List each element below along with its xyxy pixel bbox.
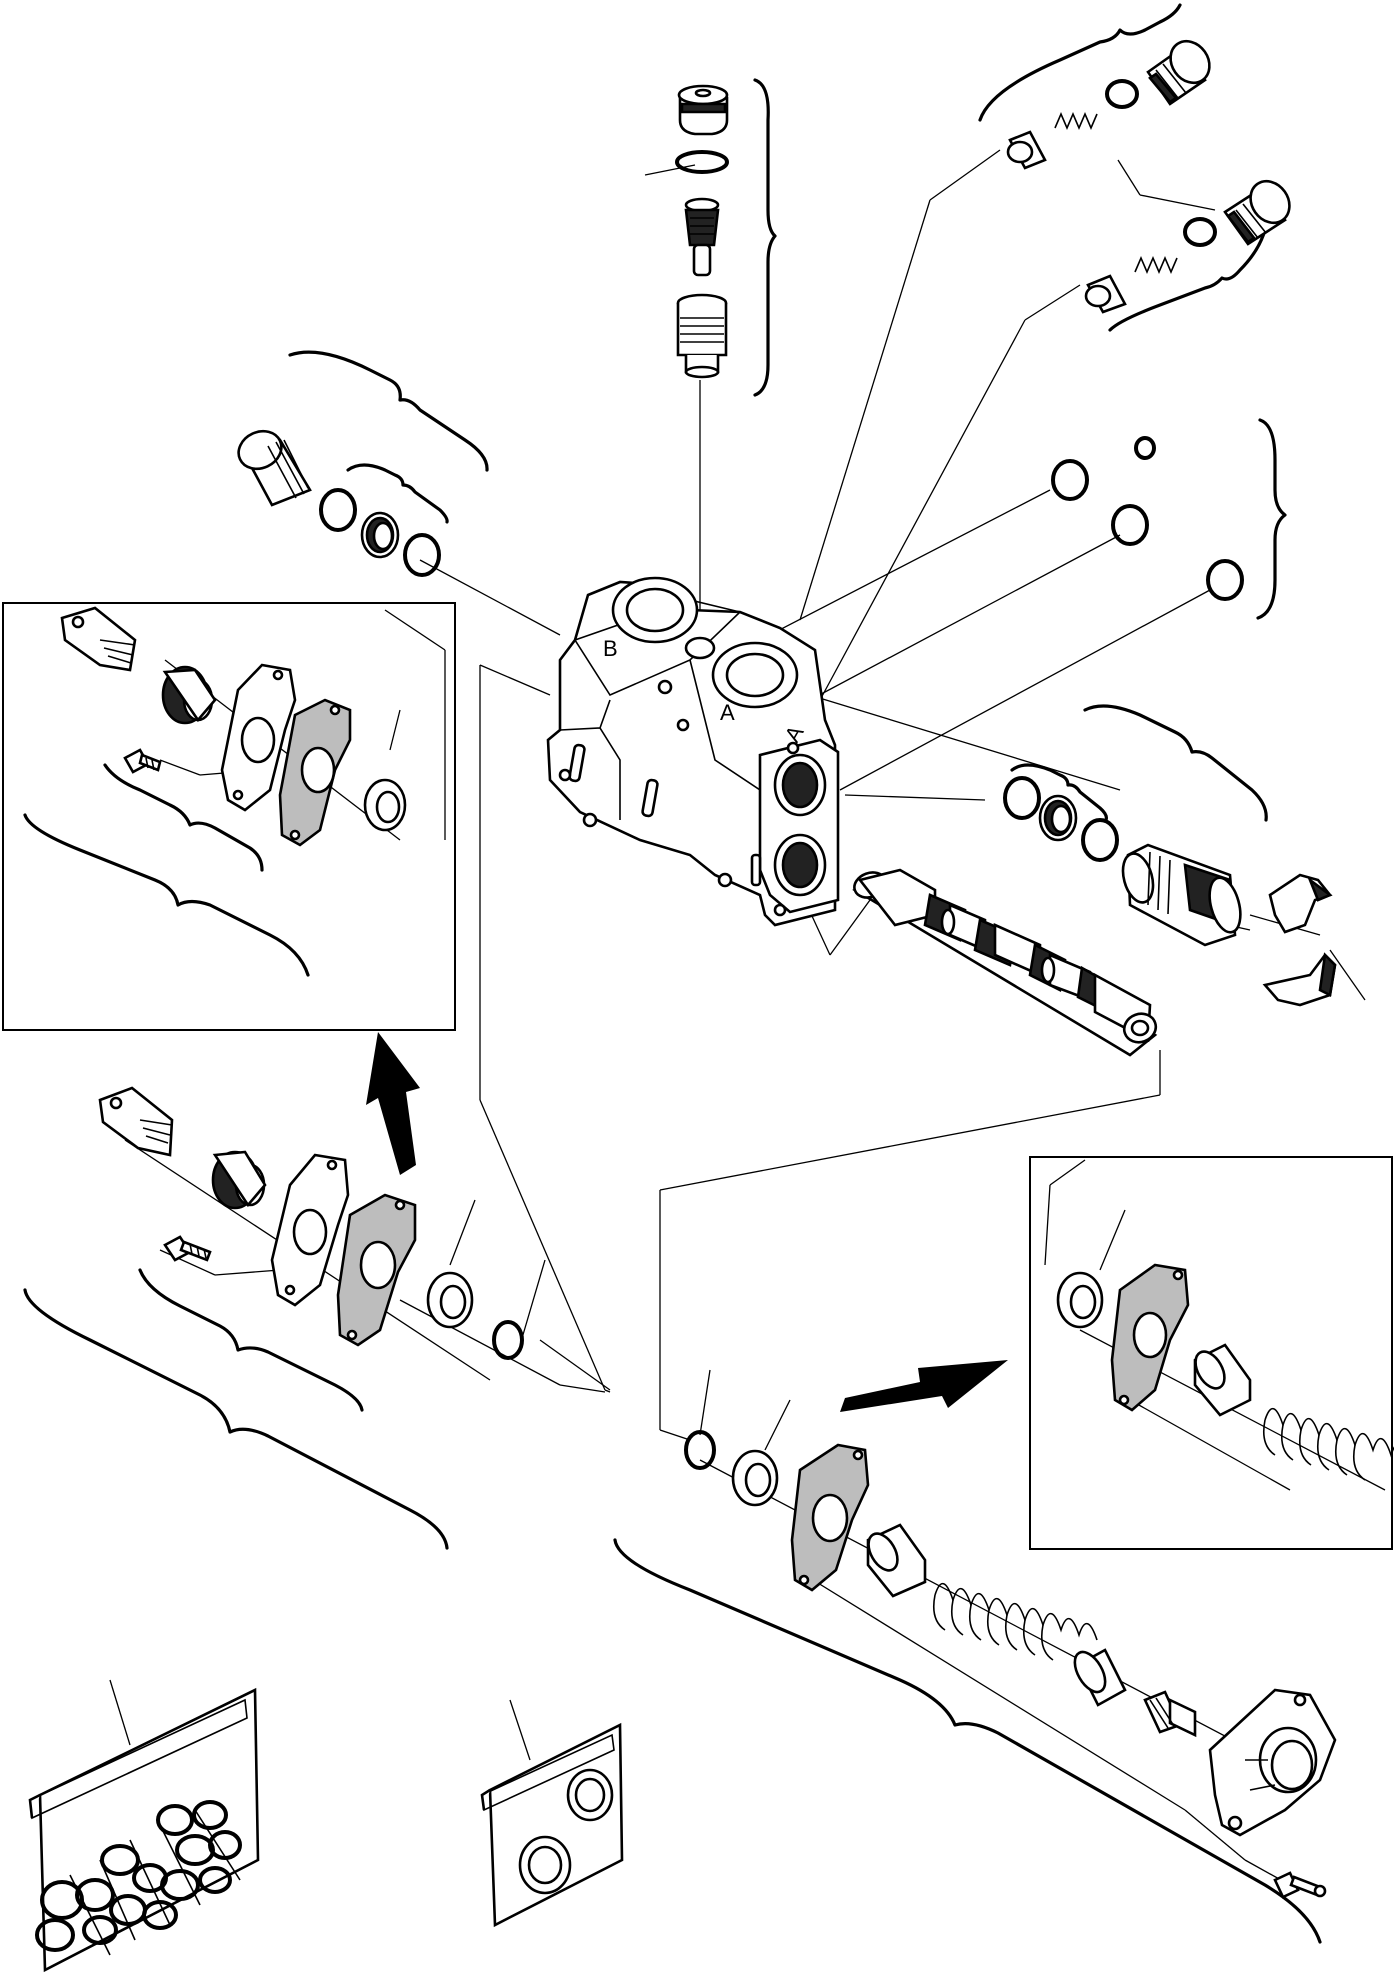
lower-stop-bolt: [1143, 1690, 1197, 1738]
port-label-a: A: [720, 700, 735, 725]
o-ring: [492, 1320, 524, 1360]
right-cartridge: [1121, 843, 1242, 947]
kit-backup-rings: [518, 1768, 614, 1895]
left-o-ring-2: [403, 533, 441, 577]
right-load-check-assembly: [1003, 776, 1337, 1007]
lower-spring-retainer: [1073, 1648, 1127, 1707]
spool-end: [98, 1086, 174, 1157]
lower-spring-seat: [866, 1523, 927, 1598]
top-check-valve-stack: [675, 84, 729, 379]
end-cap-screw: [1273, 1871, 1327, 1899]
upper-relief-valve-2: [1084, 179, 1291, 314]
inset-lower-flange: [1110, 1263, 1190, 1412]
check-cap-plug: [677, 84, 729, 136]
lower-right-detail-inset: [1029, 1156, 1393, 1550]
relief-spring-1: [1054, 111, 1098, 131]
right-o-ring-set: [1051, 436, 1244, 601]
inset-seal-assembly: [60, 606, 407, 847]
lower-o-ring: [684, 1430, 716, 1470]
inset-flange-plate: [220, 663, 297, 812]
inset-spring: [1262, 1407, 1394, 1481]
right-o-ring-a: [1003, 776, 1041, 820]
relief-o-ring-1: [1105, 79, 1139, 109]
upper-relief-valve-1: [1006, 39, 1211, 170]
inset-wiper-seal: [161, 665, 217, 725]
o-ring-right-3: [1206, 559, 1244, 601]
relief-seat-1: [1006, 130, 1047, 170]
upper-retaining-clip: [1268, 873, 1333, 934]
relief-plug-1: [1146, 39, 1211, 106]
small-o-ring: [1134, 436, 1156, 460]
cap-screw: [163, 1235, 212, 1262]
detail-arrows: [366, 1032, 1008, 1412]
inset-spring-seat: [1193, 1343, 1252, 1417]
check-o-ring: [675, 150, 729, 174]
right-o-ring-b: [1081, 818, 1119, 862]
lower-spring: [932, 1582, 1098, 1661]
inset-backup-ring: [363, 778, 407, 832]
seal-kit-bag-large: [28, 1687, 260, 1973]
arrow-right-icon: [840, 1360, 1008, 1412]
lower-backup-ring: [731, 1449, 779, 1507]
flange-plate: [270, 1153, 350, 1307]
left-plug: [237, 429, 312, 507]
upper-left-detail-inset: [2, 602, 456, 1031]
relief-spring-2: [1134, 255, 1178, 275]
inset-spring-assembly: [1056, 1263, 1394, 1481]
valve-section-body: B A A: [546, 576, 840, 927]
lower-spring-stack: [684, 1430, 1337, 1899]
wiper-seal: [211, 1150, 267, 1210]
lower-retaining-clip: [1262, 952, 1337, 1007]
gasket: [336, 1193, 417, 1347]
relief-o-ring-2: [1183, 217, 1217, 247]
backup-ring: [426, 1271, 474, 1329]
lower-seal-assembly: [98, 1086, 524, 1360]
leader-lines: [109, 149, 1386, 1886]
left-plug-assembly: [237, 429, 441, 577]
arrow-up-icon: [366, 1032, 420, 1175]
o-ring-right-2: [1111, 504, 1149, 546]
inset-gasket: [278, 698, 352, 847]
o-ring-right-1: [1051, 459, 1089, 501]
inset-lower-backup-ring: [1056, 1271, 1104, 1329]
inset-spool-end: [60, 606, 137, 672]
main-spool: [852, 868, 1158, 1057]
lower-flange-plate: [790, 1443, 870, 1592]
seal-kit-bag-small: [480, 1722, 624, 1928]
inset-cap-screw: [123, 748, 162, 774]
end-cap: [1208, 1688, 1337, 1837]
left-backup-ring: [360, 511, 400, 559]
check-poppet: [684, 197, 720, 277]
check-valve-body: [676, 293, 728, 379]
relief-plug-2: [1223, 179, 1291, 246]
port-label-b: B: [603, 636, 618, 661]
relief-seat-2: [1084, 274, 1127, 314]
right-backup-ring: [1038, 794, 1078, 842]
left-o-ring-1: [319, 488, 357, 532]
group-braces: [23, 3, 1322, 1944]
